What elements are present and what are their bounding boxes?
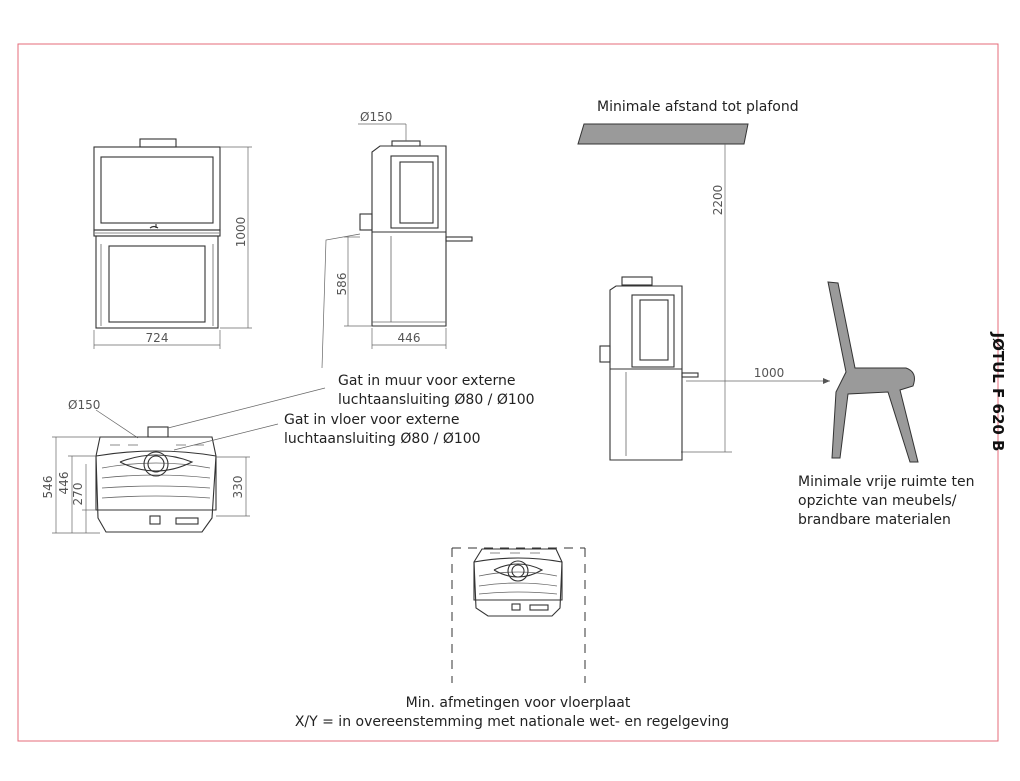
floor-plate-outline bbox=[451, 547, 586, 683]
top-dim-446: 446 bbox=[57, 472, 71, 495]
ceiling-bar bbox=[577, 123, 749, 145]
front-view bbox=[93, 138, 252, 349]
side-air-height-dim: 586 bbox=[335, 273, 349, 296]
product-name: JØTUL F 620 B bbox=[989, 332, 1007, 452]
floor-air-label-line-1: Gat in vloer voor externe bbox=[284, 412, 460, 428]
ceiling-distance-dim: 2200 bbox=[711, 185, 725, 216]
chair-icon bbox=[827, 281, 919, 463]
floor-air-label-line-2: luchtaansluiting Ø80 / Ø100 bbox=[284, 431, 481, 447]
furniture-distance-dim: 1000 bbox=[754, 366, 785, 380]
clearance-stove-side bbox=[599, 276, 699, 461]
furniture-distance-dim-line bbox=[686, 378, 830, 384]
top-dim-330: 330 bbox=[231, 476, 245, 499]
top-flue-dim: Ø150 bbox=[68, 398, 100, 412]
front-height-dim: 1000 bbox=[234, 217, 248, 248]
side-view bbox=[321, 123, 473, 369]
floor-plate-label-line-1: Min. afmetingen voor vloerplaat bbox=[406, 695, 631, 711]
floor-plate-label-line-2: X/Y = in overeenstemming met nationale w… bbox=[295, 714, 729, 730]
clearance-label-line-2: opzichte van meubels/ bbox=[798, 493, 957, 509]
ceiling-distance-dim-line bbox=[681, 144, 732, 453]
wall-air-label-line-2: luchtaansluiting Ø80 / Ø100 bbox=[338, 392, 535, 408]
clearance-label-line-1: Minimale vrije ruimte ten bbox=[798, 474, 974, 490]
floor-plate-stove-top bbox=[473, 548, 563, 617]
clearance-label-line-3: brandbare materialen bbox=[798, 512, 951, 528]
ceiling-label: Minimale afstand tot plafond bbox=[597, 99, 799, 115]
top-dim-546: 546 bbox=[41, 476, 55, 499]
top-view bbox=[52, 387, 326, 534]
wall-air-label-line-1: Gat in muur voor externe bbox=[338, 373, 516, 389]
drawing-frame bbox=[17, 43, 999, 742]
front-width-dim: 724 bbox=[146, 331, 169, 345]
side-flue-dim: Ø150 bbox=[360, 110, 392, 124]
top-dim-270: 270 bbox=[71, 483, 85, 506]
side-depth-dim: 446 bbox=[398, 331, 421, 345]
